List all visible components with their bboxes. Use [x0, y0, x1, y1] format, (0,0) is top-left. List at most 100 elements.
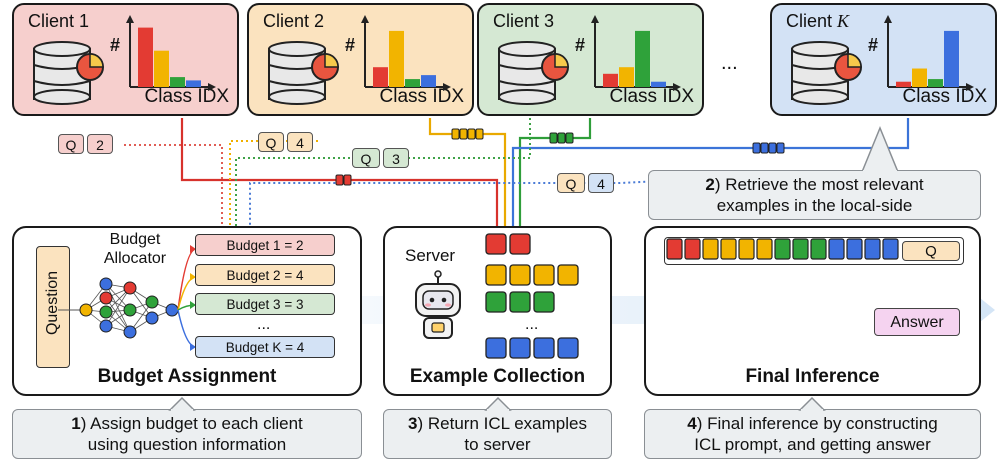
q-tag-client-3: Q 3: [352, 148, 409, 168]
token-chip: [475, 128, 484, 140]
q-tag-client-1: Q 2: [58, 134, 113, 154]
token-chip: [451, 128, 460, 140]
token-chip: [335, 174, 344, 186]
server-robot-icon: [415, 270, 461, 339]
budget-ellipsis: ...: [257, 316, 271, 333]
token-chip: [776, 142, 785, 154]
client-chart: [791, 15, 974, 105]
client-3-card: Client 3#Class IDX: [477, 3, 704, 116]
bar-1: [896, 81, 911, 87]
bar-4: [421, 75, 436, 87]
nn-node: [123, 281, 137, 295]
example-square: [533, 337, 555, 359]
prompt-token: [864, 238, 881, 260]
budget-item-1: Budget 1 = 2: [195, 234, 335, 256]
nn-node: [123, 303, 137, 317]
prompt-token: [702, 238, 719, 260]
callout-step-4: 4) Final inference by constructing ICL p…: [644, 409, 981, 459]
token-chip: [768, 142, 777, 154]
token-chip: [343, 174, 352, 186]
axis-y-label: #: [868, 35, 879, 55]
prompt-token: [882, 238, 899, 260]
prompt-token: [810, 238, 827, 260]
axis-x-label: Class IDX: [902, 86, 987, 107]
bar-4: [651, 81, 666, 87]
prompt-token: [774, 238, 791, 260]
client-k-card: Client K # Class IDX: [770, 3, 997, 116]
pie-chart-icon: [541, 53, 569, 81]
allocator-label: Budget Allocator: [103, 231, 167, 267]
answer-box: Answer: [874, 308, 960, 336]
question-box: [36, 246, 70, 368]
server-label: Server: [405, 246, 456, 265]
bar-4: [944, 30, 959, 87]
bar-4: [186, 80, 201, 87]
example-square: [509, 233, 531, 255]
nn-node: [145, 311, 159, 325]
client-title: Client 2: [263, 11, 325, 31]
ellipsis-clients: ...: [721, 52, 738, 74]
token-chip: [467, 128, 476, 140]
client-title: Client 3: [493, 11, 555, 31]
axis-y-label: #: [345, 35, 356, 55]
example-square: [509, 264, 531, 286]
q-tag-client-2: Q 4: [258, 132, 313, 152]
example-square: [533, 264, 555, 286]
bar-3: [170, 77, 185, 87]
nn-node: [99, 305, 113, 319]
nn-node: [123, 325, 137, 339]
example-square: [485, 264, 507, 286]
example-square: [533, 291, 555, 313]
prompt-token: [666, 238, 683, 260]
final-inference-title: Final Inference: [745, 366, 880, 387]
nn-node: [99, 277, 113, 291]
token-chip: [557, 132, 566, 144]
prompt-token: [720, 238, 737, 260]
token-chip: [760, 142, 769, 154]
neural-network-icon: [58, 245, 197, 351]
nn-node: [145, 295, 159, 309]
callout-step-1: 1) Assign budget to each client using qu…: [12, 409, 362, 459]
prompt-token: [828, 238, 845, 260]
callout-step-3: 3) Return ICL examples to server: [383, 409, 612, 459]
token-chip: [549, 132, 558, 144]
pie-chart-icon: [834, 53, 862, 81]
bar-1: [373, 67, 388, 87]
nn-node: [99, 319, 113, 333]
bar-1: [603, 73, 618, 87]
example-collection-title: Example Collection: [409, 366, 586, 387]
example-square: [485, 233, 507, 255]
example-square: [485, 291, 507, 313]
example-square: [557, 337, 579, 359]
bar-1: [138, 27, 153, 88]
collection-ellipsis: ...: [525, 316, 539, 333]
example-square: [509, 337, 531, 359]
client-1-card: Client 1#Class IDX: [12, 3, 239, 116]
nn-node: [79, 303, 93, 317]
example-square: [509, 291, 531, 313]
prompt-token: [846, 238, 863, 260]
axis-x-label: Class IDX: [144, 86, 229, 107]
token-chip: [459, 128, 468, 140]
bar-3: [635, 30, 650, 87]
pie-chart-icon: [76, 53, 104, 81]
prompt-q-box: Q: [902, 241, 960, 261]
axis-x-label: Class IDX: [609, 86, 694, 107]
budget-assignment-title: Budget Assignment: [97, 366, 277, 387]
nn-node: [99, 291, 113, 305]
example-square: [485, 337, 507, 359]
bar-3: [405, 79, 420, 87]
q-tag-client-k: Q 4: [557, 173, 614, 193]
example-square: [557, 264, 579, 286]
client-2-card: Client 2 # Class IDX: [247, 3, 474, 116]
client-title: Client K: [786, 11, 850, 31]
budget-item-3: Budget 3 = 3: [195, 293, 335, 315]
icl-prompt-bar: [664, 237, 964, 265]
client-chart: [498, 15, 681, 105]
pie-chart-icon: [311, 53, 339, 81]
token-chip: [752, 142, 761, 154]
bar-3: [928, 79, 943, 87]
axis-x-label: Class IDX: [379, 86, 464, 107]
